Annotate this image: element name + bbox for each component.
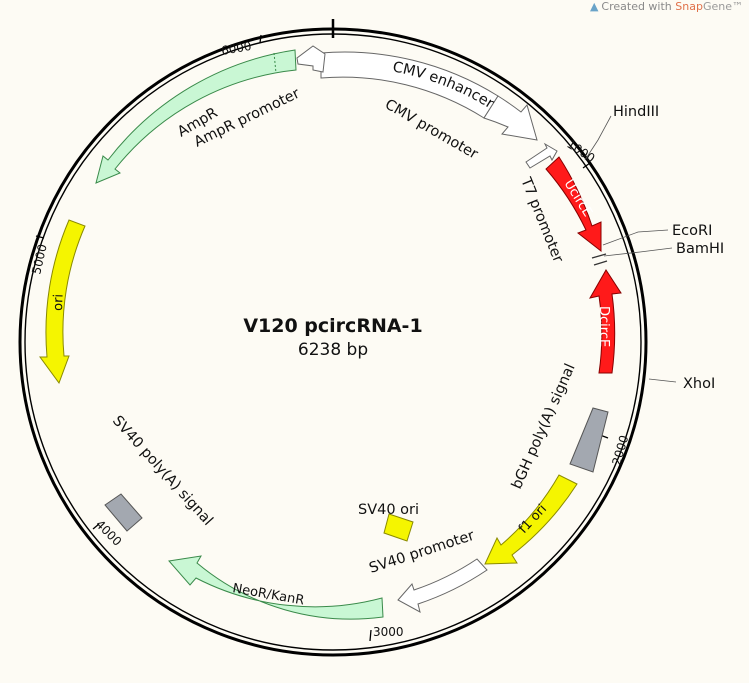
snapgene-credit: ▲Created with SnapGene™ — [589, 0, 743, 13]
ampr-feature[interactable] — [95, 49, 297, 184]
sv40-polya-feature[interactable] — [104, 493, 143, 532]
tick-1000: 1000 — [564, 137, 597, 166]
f1-ori-feature[interactable] — [484, 474, 578, 565]
sv40-ori-feature[interactable] — [383, 513, 414, 542]
snapgene-logo-icon: ▲ — [589, 0, 599, 13]
dcirce-feature[interactable] — [589, 269, 622, 374]
bgh-polya-label: bGH poly(A) signal — [509, 361, 579, 491]
ampr-promoter-feature[interactable] — [296, 45, 326, 73]
site-ecori-label[interactable]: EcoRI — [672, 223, 712, 239]
sv40-promoter-feature[interactable] — [397, 558, 488, 613]
restriction-site-marks — [591, 253, 608, 266]
sv40-ori-label: SV40 ori — [358, 502, 419, 518]
tick-3000: 3000 — [373, 625, 404, 639]
ori-label: ori — [51, 294, 67, 311]
cmv-promoter-feature[interactable] — [483, 95, 538, 141]
t7-promoter-feature[interactable] — [525, 142, 558, 169]
site-bamhi-label[interactable]: BamHI — [676, 241, 724, 257]
plasmid-name: V120 pcircRNA-1 — [243, 315, 422, 337]
tick-marks — [35, 34, 609, 642]
dcirce-label: DcircE — [596, 306, 611, 347]
t7-promoter-label: T7 promoter — [517, 175, 566, 265]
ucirce-feature[interactable] — [545, 156, 602, 253]
ampr-boundary — [273, 52, 277, 74]
tick-5000: 5000 — [29, 243, 50, 276]
neokanr-feature[interactable] — [168, 555, 384, 620]
restriction-site-leaders — [584, 115, 677, 383]
plasmid-length: 6238 bp — [298, 340, 368, 360]
ori-feature[interactable] — [39, 219, 86, 385]
site-hindiii-label[interactable]: HindIII — [613, 104, 659, 120]
tick-6000: 6000 — [220, 39, 253, 58]
site-xhoi-label[interactable]: XhoI — [683, 376, 715, 392]
bgh-polya-feature[interactable] — [569, 407, 609, 473]
